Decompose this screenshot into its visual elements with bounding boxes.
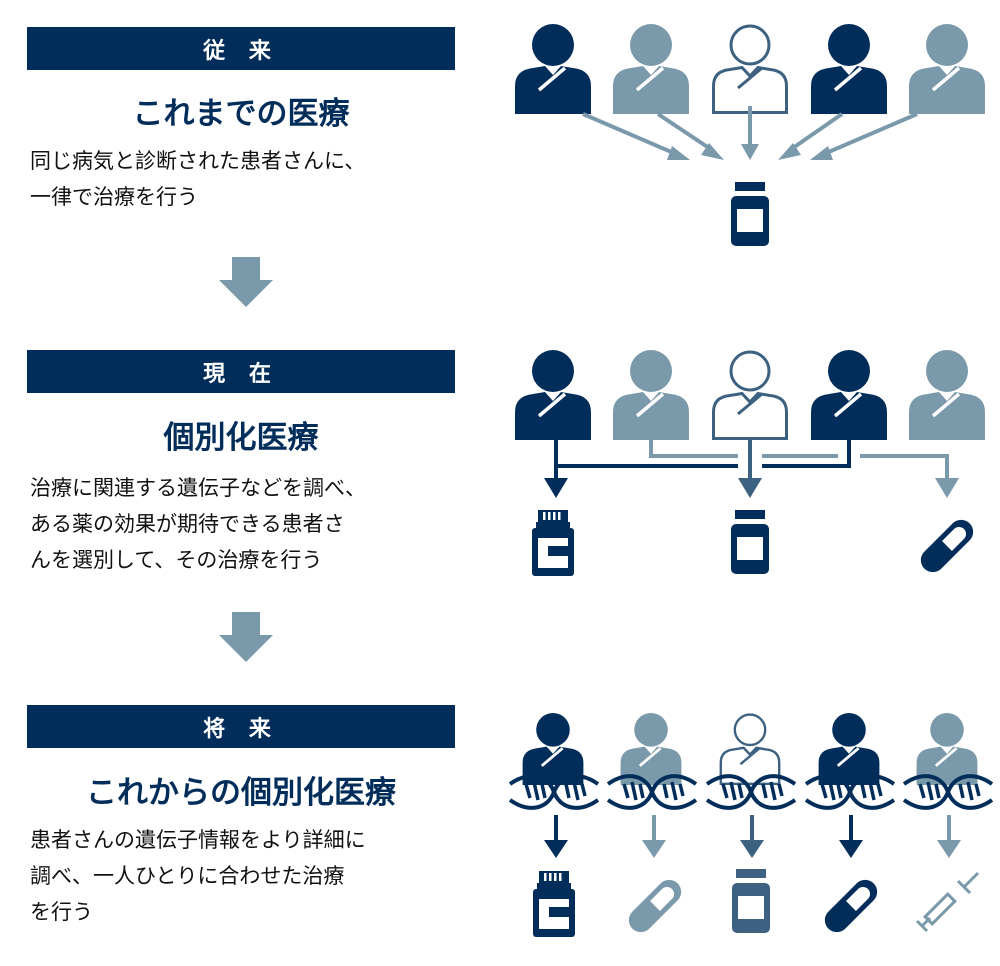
desc-line: ある薬の効果が期待できる患者さ bbox=[30, 512, 345, 536]
desc-line: んを選別して、その治療を行う bbox=[30, 548, 323, 572]
syringe-icon bbox=[915, 871, 980, 933]
patient-icon bbox=[513, 22, 593, 116]
arrows-future bbox=[544, 815, 961, 858]
routing-lines bbox=[554, 440, 949, 480]
down-arrow-icon bbox=[219, 612, 273, 662]
medicine-jar-icon bbox=[532, 510, 574, 576]
capsule-icon bbox=[623, 874, 687, 938]
patient-icon bbox=[907, 348, 987, 442]
patient-icon bbox=[611, 22, 691, 116]
section-title-past: これまでの医療 bbox=[132, 96, 350, 132]
arrow-head bbox=[544, 478, 568, 498]
medicine-jar-icon bbox=[533, 871, 575, 937]
converging-arrows bbox=[582, 106, 918, 160]
medicine-bottle-icon bbox=[731, 510, 769, 574]
patient-icon bbox=[611, 348, 691, 442]
arrow-head bbox=[935, 478, 959, 498]
patient-icon bbox=[712, 24, 788, 114]
medicine-bottle-icon bbox=[731, 182, 769, 246]
arrow-head bbox=[738, 478, 762, 498]
desc-line: を行う bbox=[30, 900, 93, 924]
section-label-past: 従 来 bbox=[27, 27, 455, 70]
desc-line: 患者さんの遺伝子情報をより詳細に bbox=[30, 828, 366, 852]
medicine-bottle-icon bbox=[732, 869, 770, 933]
patient-icon bbox=[712, 350, 788, 440]
section-label-future: 将 来 bbox=[27, 705, 455, 748]
down-arrow-icon bbox=[219, 257, 273, 307]
section-desc-present: 治療に関連する遺伝子などを調べ、 ある薬の効果が期待できる患者さ んを選別して、… bbox=[30, 470, 470, 578]
section-title-future: これからの個別化医療 bbox=[86, 775, 396, 811]
section-label-present: 現 在 bbox=[27, 350, 455, 393]
capsule-icon bbox=[819, 874, 883, 938]
patient-icon bbox=[809, 22, 889, 116]
patients-row-future bbox=[520, 711, 980, 787]
desc-line: 一律で治療を行う bbox=[30, 185, 198, 209]
patient-icon bbox=[809, 348, 889, 442]
patient-icon bbox=[719, 713, 781, 786]
desc-line: 治療に関連する遺伝子などを調べ、 bbox=[30, 476, 366, 500]
patient-icon bbox=[907, 22, 987, 116]
section-desc-past: 同じ病気と診断された患者さんに、 一律で治療を行う bbox=[30, 143, 470, 215]
desc-line: 調べ、一人ひとりに合わせた治療 bbox=[30, 864, 345, 888]
patients-row-present bbox=[513, 348, 987, 442]
desc-line: 同じ病気と診断された患者さんに、 bbox=[30, 149, 366, 173]
patient-icon bbox=[513, 348, 593, 442]
capsule-icon bbox=[915, 514, 979, 578]
patients-row-past bbox=[513, 22, 987, 116]
section-desc-future: 患者さんの遺伝子情報をより詳細に 調べ、一人ひとりに合わせた治療 を行う bbox=[30, 822, 470, 930]
section-title-present: 個別化医療 bbox=[163, 420, 319, 456]
